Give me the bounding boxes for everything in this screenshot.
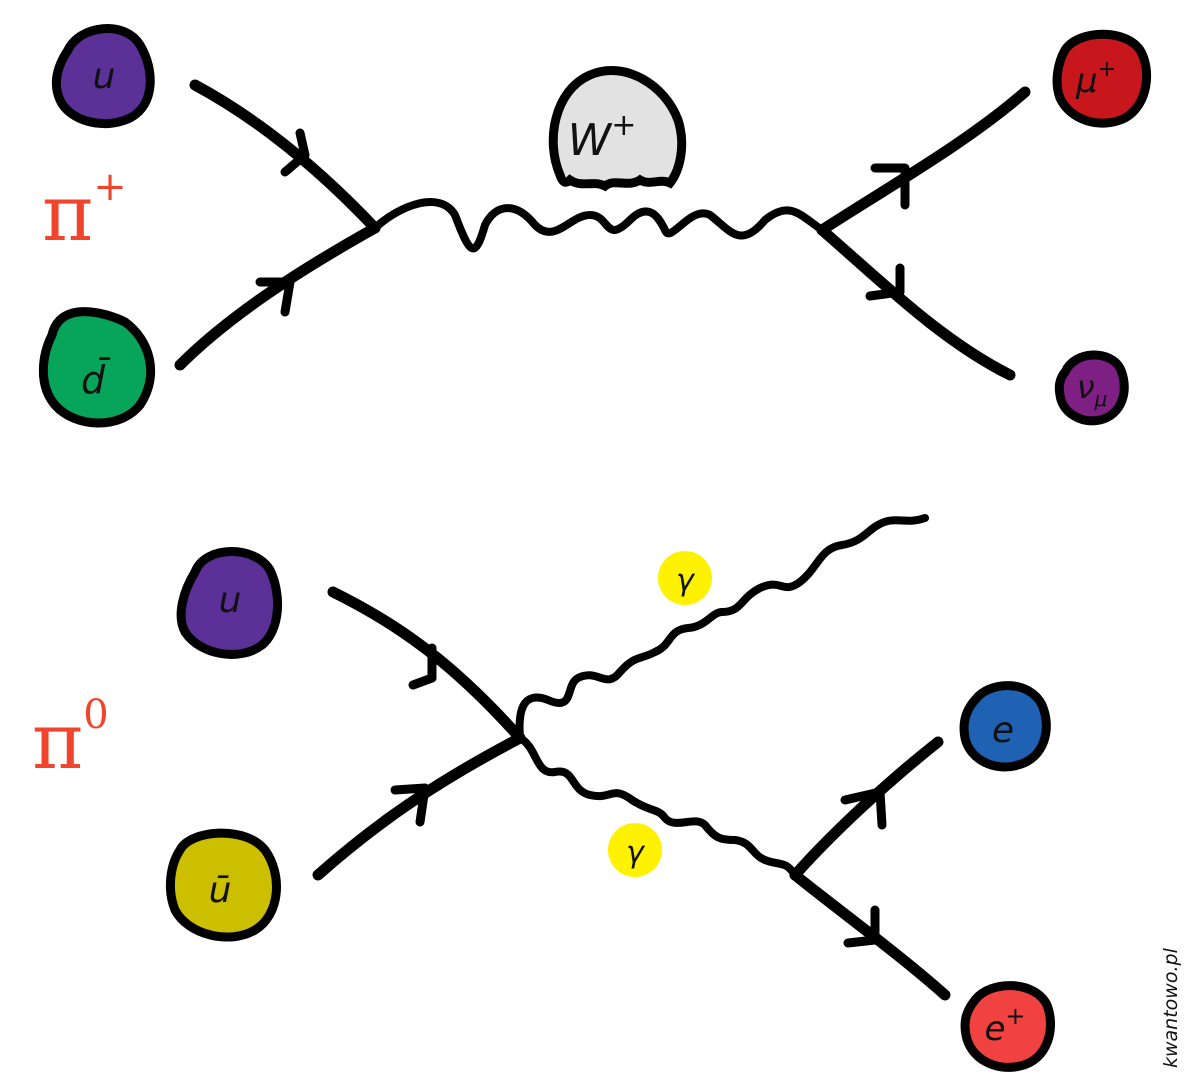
u-quark-label-2: u — [219, 580, 242, 621]
arrow-electron — [840, 787, 887, 830]
dbar-quark-line — [174, 222, 381, 371]
ubar-quark-label: ū — [209, 870, 232, 911]
w-boson-blob — [548, 66, 687, 192]
u-quark-blob — [51, 24, 155, 129]
neutrino-label: νμ — [1077, 368, 1108, 411]
electron-blob — [959, 681, 1051, 772]
arrow-neutrino — [865, 263, 905, 301]
muon-line — [816, 86, 1031, 236]
photon-2-marker — [608, 823, 662, 877]
pi-zero-label: π0 — [32, 692, 109, 787]
arrow-dbar — [255, 277, 295, 317]
positron-blob — [960, 981, 1055, 1072]
u-quark-line-2 — [327, 586, 526, 744]
dbar-quark-blob — [38, 307, 156, 428]
arrow-muon — [870, 163, 910, 210]
photon-2-label: γ — [626, 835, 646, 870]
photon-line-1 — [515, 514, 929, 742]
ubar-quark-blob — [166, 828, 281, 942]
muon-blob — [1052, 29, 1152, 128]
watermark: kwantowo.pl — [1160, 948, 1182, 1068]
pi-plus-diagram: W+ u d̄ μ+ νμ π+ — [38, 24, 1152, 428]
pi-plus-label: π+ — [42, 164, 127, 259]
electron-line — [789, 736, 944, 881]
photon-1-label: γ — [676, 563, 696, 598]
arrow-ubar — [390, 783, 430, 827]
positron-line — [789, 869, 951, 1001]
u-quark-label: u — [93, 56, 116, 97]
electron-label: e — [992, 710, 1014, 751]
arrow-u-2 — [408, 643, 437, 690]
u-quark-line — [189, 79, 381, 234]
muon-label: μ+ — [1075, 57, 1116, 101]
photon-line-2 — [516, 734, 799, 879]
w-boson-label: W+ — [568, 108, 637, 166]
photon-1-marker — [658, 551, 712, 605]
w-boson-line — [371, 198, 826, 253]
positron-label: e+ — [984, 1002, 1025, 1049]
neutrino-blob — [1054, 350, 1129, 426]
u-quark-blob-2 — [176, 547, 283, 659]
ubar-quark-line — [312, 732, 526, 881]
arrow-u — [280, 128, 310, 177]
arrow-positron — [843, 905, 880, 948]
pi-zero-diagram: u ū γ γ e e+ π0 — [32, 514, 1055, 1072]
neutrino-line — [816, 224, 1016, 381]
